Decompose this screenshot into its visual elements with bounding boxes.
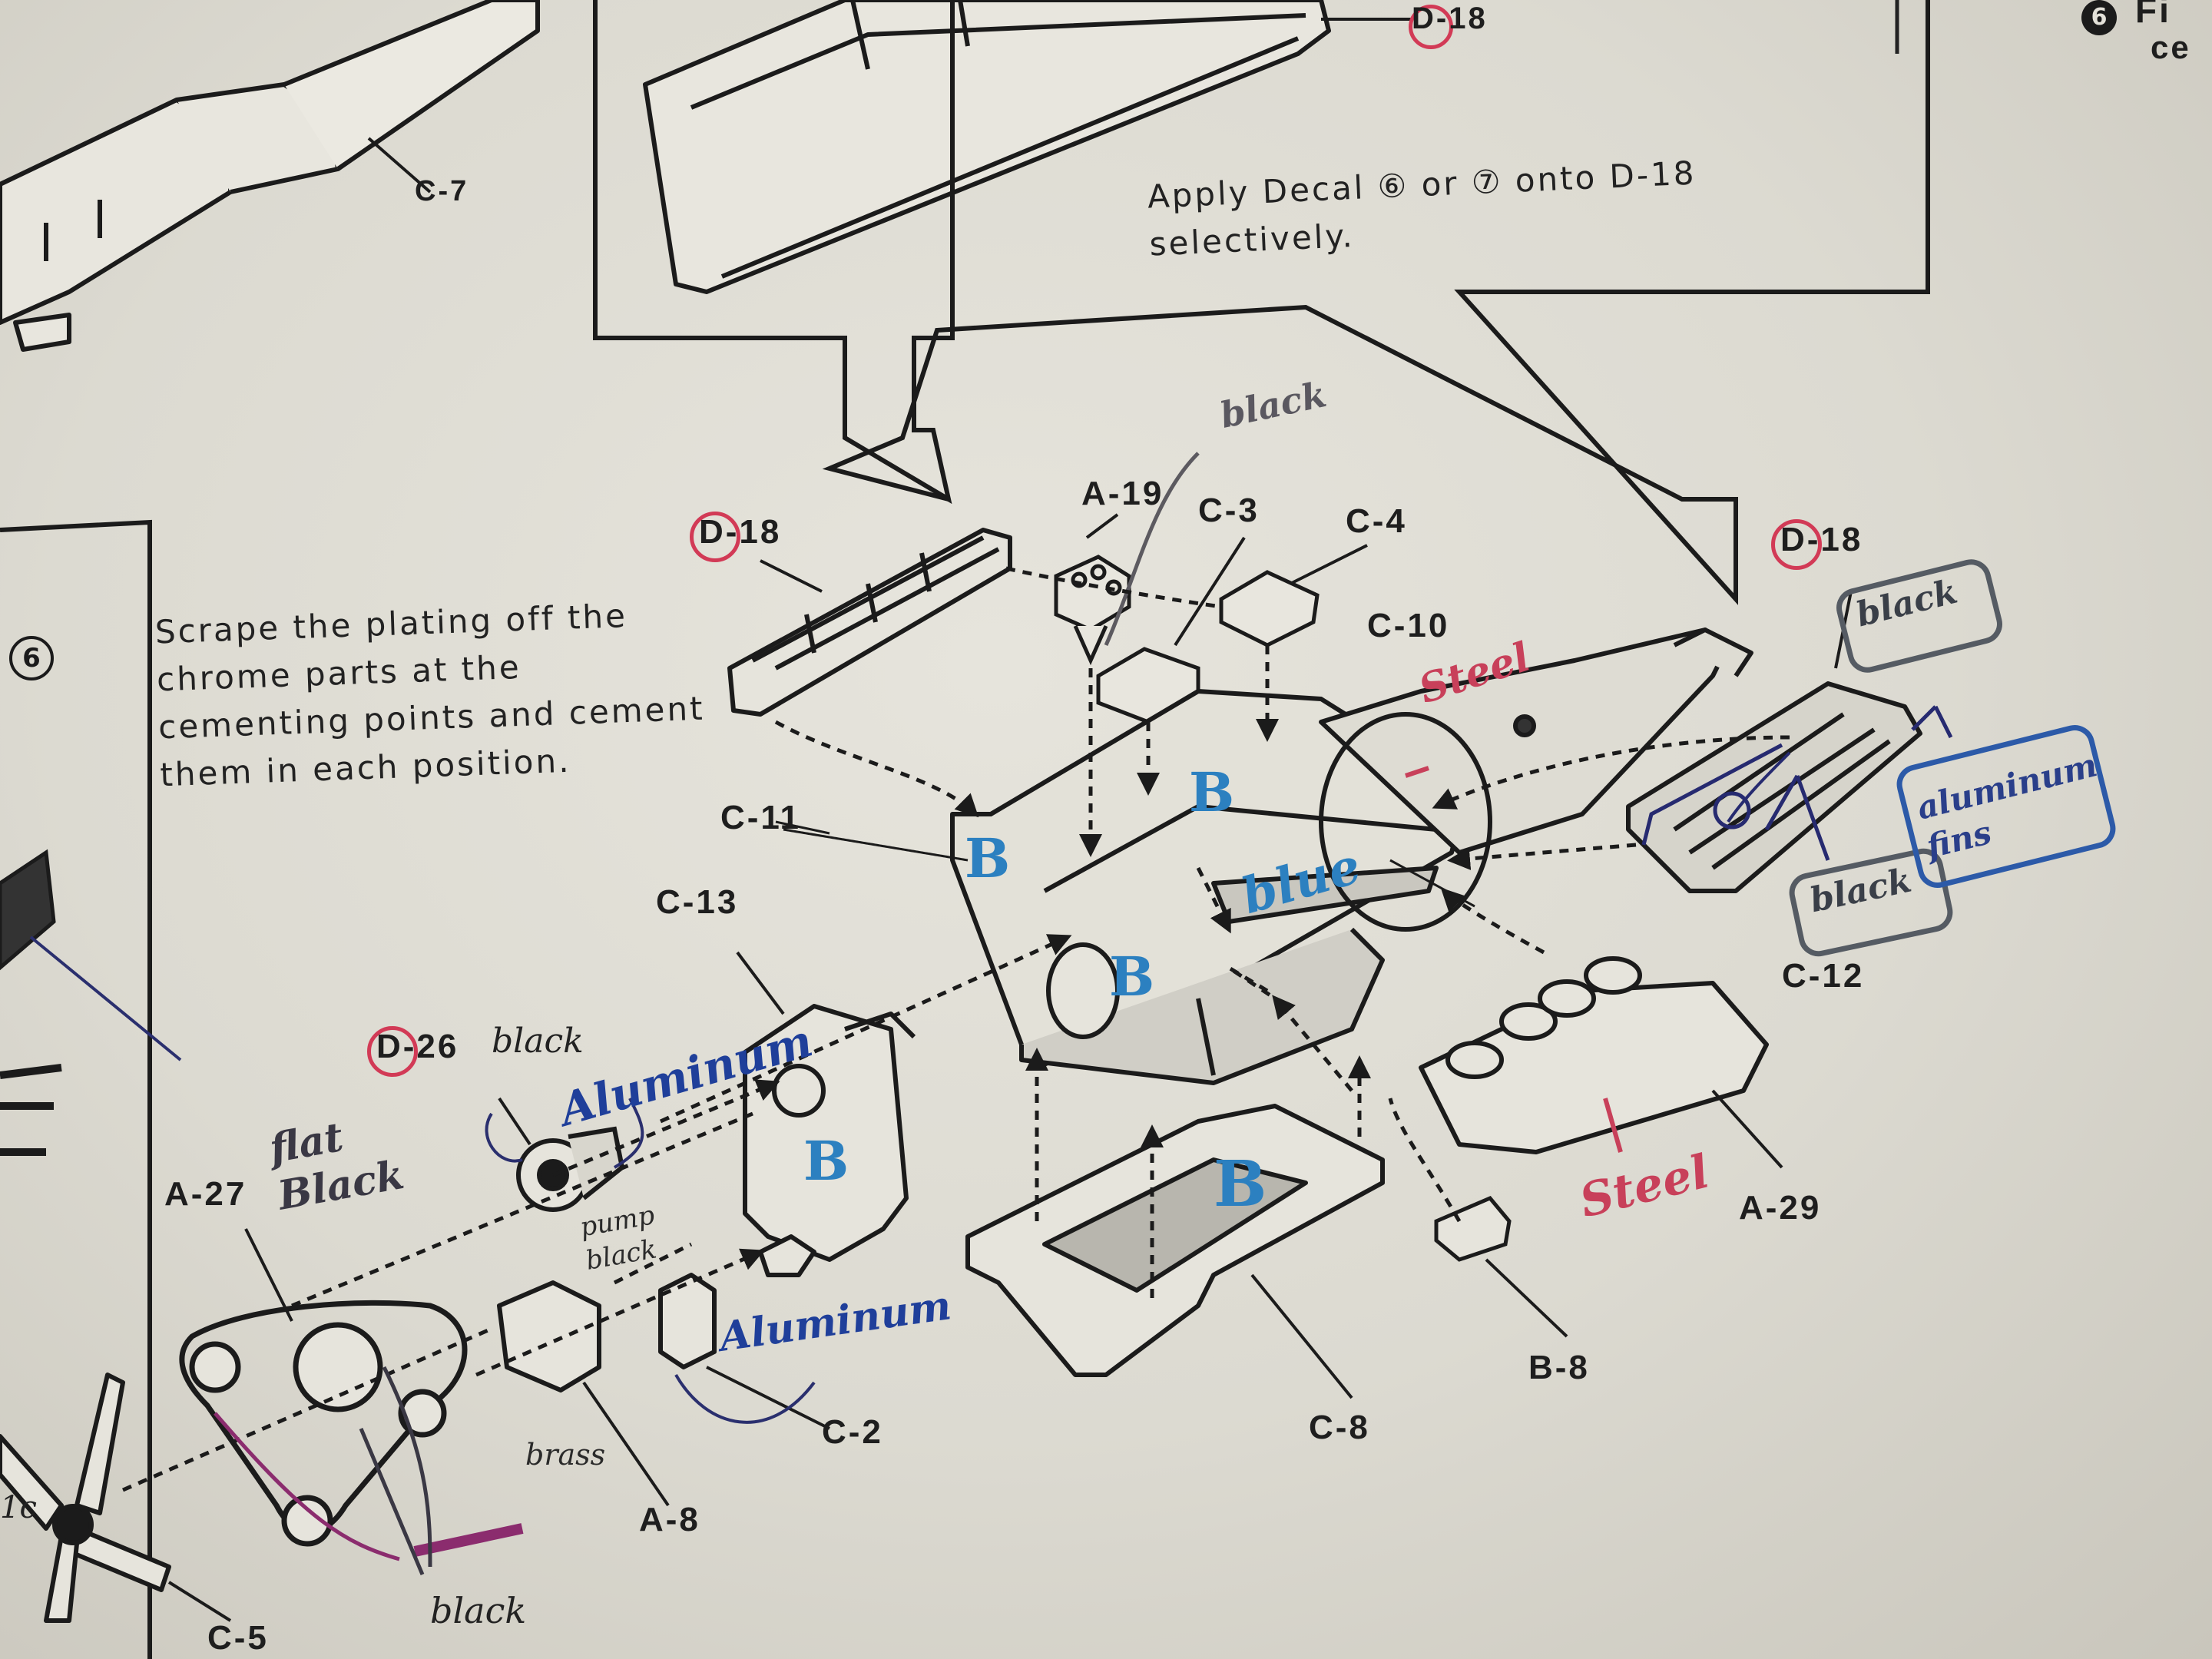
label-d18-left: D-18	[699, 513, 782, 551]
label-d26: D-26	[376, 1028, 459, 1065]
label-d18-right: D-18	[1780, 521, 1863, 558]
label-c10: C-10	[1367, 607, 1450, 644]
part-c13-drawing	[743, 1004, 916, 1262]
part-c4-drawing	[1219, 570, 1320, 647]
label-a8: A-8	[639, 1501, 700, 1538]
label-c5: C-5	[207, 1619, 269, 1657]
label-c11: C-11	[720, 799, 801, 836]
label-c8: C-8	[1309, 1409, 1370, 1446]
part-a8-drawing	[497, 1280, 601, 1392]
engine-block-drawing	[950, 689, 1462, 1085]
red-circle-d18-left	[690, 512, 740, 562]
part-d18-left-drawing	[727, 528, 1012, 717]
hand-black-belt: black	[430, 1590, 527, 1631]
hand-black-d26: black	[492, 1022, 584, 1061]
red-circle-d26	[367, 1026, 418, 1077]
hand-b-mark-4: B	[803, 1129, 849, 1193]
arrow-right-outline	[822, 0, 1930, 605]
label-d18-top: D-18	[1412, 2, 1488, 35]
hand-b-mark-2: B	[1189, 760, 1235, 824]
label-c2: C-2	[822, 1413, 883, 1451]
label-b8: B-8	[1528, 1349, 1590, 1386]
label-c3: C-3	[1198, 492, 1260, 529]
part-c5-drawing	[0, 1373, 171, 1623]
step-number-badge: 6	[2081, 0, 2117, 35]
part-c8-drawing	[965, 1104, 1385, 1377]
part-a29-drawing	[1419, 956, 1769, 1154]
label-c12: C-12	[1782, 957, 1865, 995]
hand-brass: brass	[525, 1438, 606, 1472]
hand-fan-fragment: 1c	[0, 1490, 37, 1525]
part-a19-drawing	[1054, 555, 1131, 666]
hand-b-mark-1: B	[965, 826, 1011, 890]
red-circle-d18-right	[1771, 519, 1822, 570]
side-panel-step-badge: 6	[9, 636, 54, 680]
label-c4: C-4	[1346, 502, 1407, 540]
part-c7-drawing	[0, 0, 540, 352]
label-a19: A-19	[1081, 475, 1164, 512]
red-circle-d18-top	[1409, 5, 1453, 49]
label-c7: C-7	[415, 175, 469, 207]
label-a29: A-29	[1739, 1189, 1822, 1227]
part-b8-drawing	[1434, 1195, 1512, 1262]
label-c13: C-13	[656, 883, 739, 921]
part-c2-drawing	[658, 1273, 717, 1369]
hand-b-mark-5: B	[1214, 1147, 1267, 1221]
instruction-text: Scrape the plating off the chrome parts …	[154, 590, 707, 800]
part-d18-top-drawing	[643, 0, 1331, 294]
step-text-fragment: ce	[2151, 29, 2191, 65]
hand-b-mark-3: B	[1109, 945, 1155, 1008]
label-a27: A-27	[164, 1175, 247, 1213]
step-title-fragment: Fi	[2135, 0, 2171, 30]
part-d18-right-drawing	[1626, 681, 1922, 893]
